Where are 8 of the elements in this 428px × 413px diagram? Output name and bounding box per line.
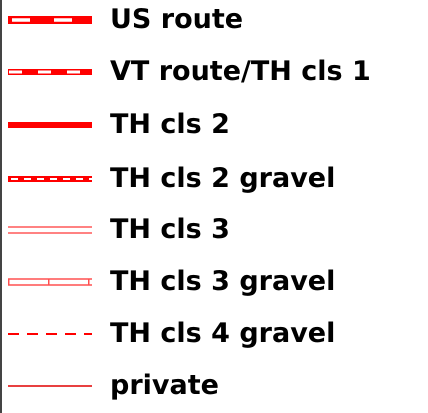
legend-label: TH cls 3 [110,213,230,247]
legend-label: US route [110,3,244,37]
legend-label: private [110,369,219,403]
legend-label: TH cls 3 gravel [110,265,336,299]
legend-label: TH cls 2 [110,108,230,142]
legend-label: VT route/TH cls 1 [110,55,371,89]
legend-label: TH cls 4 gravel [110,317,336,351]
legend-label: TH cls 2 gravel [110,162,336,196]
